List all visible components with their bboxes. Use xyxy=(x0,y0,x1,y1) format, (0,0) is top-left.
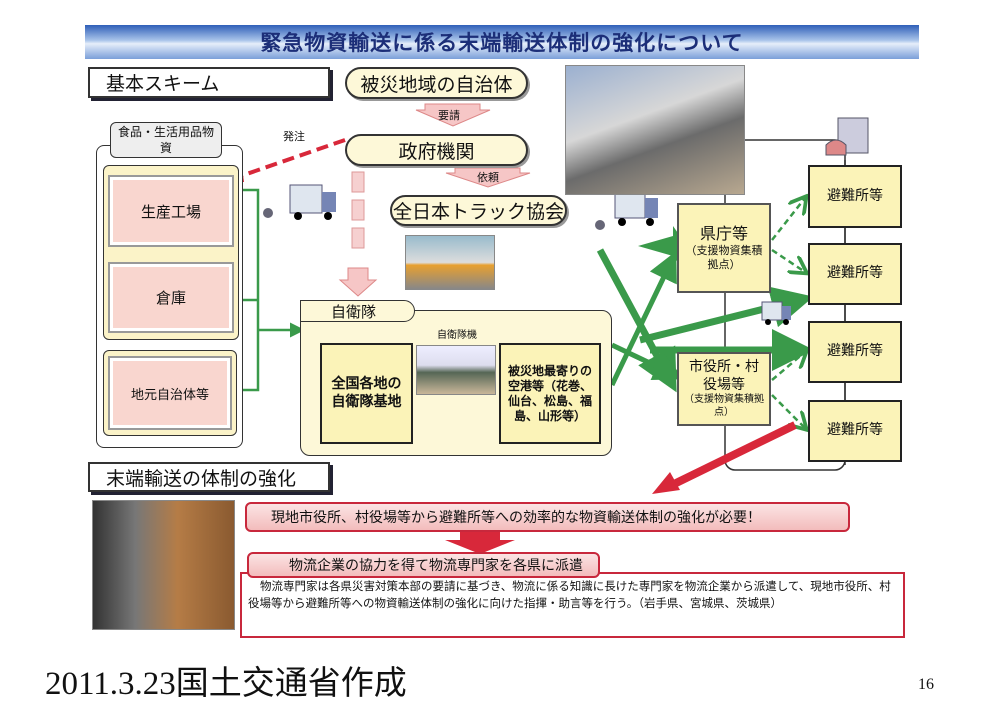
nearest-airports: 被災地最寄りの空港等（花巻、仙台、松島、福島、山形等） xyxy=(499,343,601,444)
page-title: 緊急物資輸送に係る末端輸送体制の強化について xyxy=(85,25,919,59)
factory: 生産工場 xyxy=(108,175,234,247)
local-municipality: 地元自治体等 xyxy=(108,356,232,430)
government-agency: 政府機関 xyxy=(345,134,528,166)
building-icon xyxy=(825,117,869,156)
truck-photo xyxy=(405,235,495,290)
hub-name: 県庁等 xyxy=(699,224,748,244)
order-arrow xyxy=(234,138,346,180)
commission-arrow xyxy=(445,167,531,188)
supplies-label: 食品・生活用品物資 xyxy=(110,122,222,158)
sdf-label: 自衛隊 xyxy=(300,300,415,322)
sdf-aircraft-label: 自衛隊機 xyxy=(437,330,477,341)
banner-need: 現地市役所、村役場等から避難所等への効率的な物資輸送体制の強化が必要！ xyxy=(245,502,850,532)
city-hub: 市役所・村役場等 （支援物資集積拠点） xyxy=(677,352,771,426)
request-label: 要請 xyxy=(438,109,460,122)
footer-credit: 2011.3.23国土交通省作成 xyxy=(45,666,407,702)
prefecture-hub: 県庁等 （支援物資集積拠点） xyxy=(677,203,771,293)
shelter: 避難所等 xyxy=(808,165,902,228)
disaster-municipality: 被災地域の自治体 xyxy=(345,67,528,99)
hub-name: 市役所・村役場等 xyxy=(689,359,759,393)
description-box: 物流専門家は各県災害対策本部の要請に基づき、物流に係る知識に長けた専門家を物流企… xyxy=(240,572,905,638)
commission-label: 依頼 xyxy=(477,171,499,184)
truck-icon xyxy=(761,301,791,325)
page-number: 16 xyxy=(918,676,934,693)
banner-dispatch: 物流企業の協力を得て物流専門家を各県に派遣 xyxy=(247,552,600,578)
truck-icon xyxy=(595,191,658,230)
section-basic-scheme: 基本スキーム xyxy=(88,67,330,98)
truck-icon xyxy=(263,184,336,220)
hub-sub: （支援物資集積拠点） xyxy=(684,394,764,418)
request-arrow xyxy=(415,103,491,127)
warehouse: 倉庫 xyxy=(108,262,234,333)
order-label: 発注 xyxy=(283,130,305,143)
shelter: 避難所等 xyxy=(808,243,902,305)
truck-unloading-photo xyxy=(565,65,745,195)
aircraft-photo xyxy=(416,345,496,395)
truck-association: 全日本トラック協会 xyxy=(390,195,567,226)
sdf-bases: 全国各地の自衛隊基地 xyxy=(320,343,413,444)
section-strengthening: 末端輸送の体制の強化 xyxy=(88,462,330,492)
warehouse-photo xyxy=(92,500,235,630)
shelter: 避難所等 xyxy=(808,321,902,383)
shelter: 避難所等 xyxy=(808,400,902,462)
hub-sub: （支援物資集積拠点） xyxy=(685,244,763,271)
